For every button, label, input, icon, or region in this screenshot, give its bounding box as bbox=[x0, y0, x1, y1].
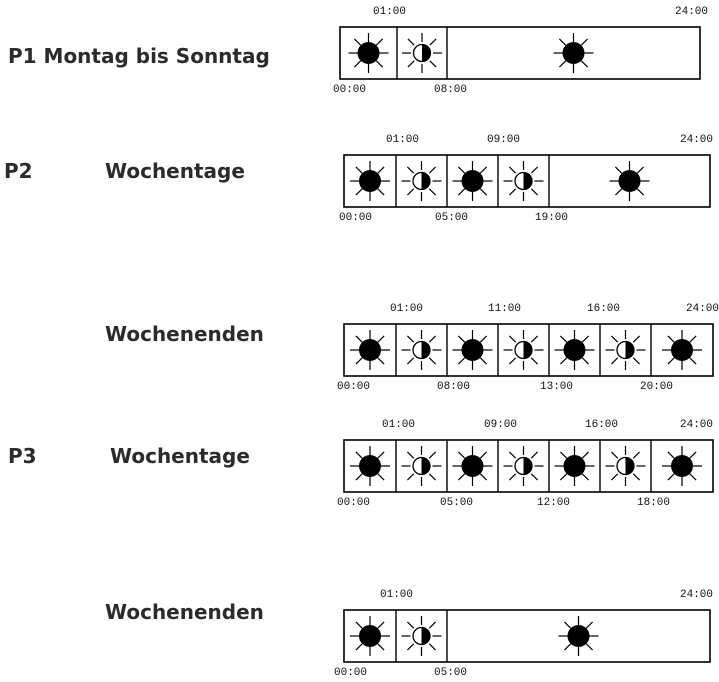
time-label-top: 09:00 bbox=[484, 419, 518, 431]
sun-full-icon bbox=[553, 33, 594, 73]
sun-full-icon bbox=[554, 446, 595, 486]
time-label-top: 24:00 bbox=[680, 589, 714, 601]
time-label-bottom: 05:00 bbox=[435, 212, 469, 224]
row-label-p2-weekends: Wochenenden bbox=[105, 322, 264, 346]
time-label-bottom: 00:00 bbox=[333, 84, 367, 96]
row-label-p2-weekdays: Wochentage bbox=[105, 159, 245, 183]
time-label-bottom: 00:00 bbox=[337, 497, 371, 509]
time-label-bottom: 13:00 bbox=[540, 381, 574, 393]
time-label-bottom: 08:00 bbox=[437, 381, 471, 393]
row-label-p1: P1 Montag bis Sonntag bbox=[8, 44, 270, 68]
row-label-p3: P3 bbox=[8, 444, 37, 468]
sun-half-icon bbox=[503, 330, 544, 370]
schedule-bar-3 bbox=[343, 323, 714, 377]
time-label-bottom: 05:00 bbox=[434, 667, 468, 679]
time-label-top: 01:00 bbox=[373, 6, 407, 18]
schedule-frame bbox=[339, 26, 701, 80]
sun-half-icon bbox=[401, 616, 442, 656]
time-label-top: 01:00 bbox=[380, 589, 414, 601]
time-label-top: 01:00 bbox=[390, 303, 424, 315]
time-label-bottom: 19:00 bbox=[535, 212, 569, 224]
row-label-p3-weekdays: Wochentage bbox=[110, 444, 250, 468]
sun-full-icon bbox=[350, 330, 390, 370]
time-label-top: 24:00 bbox=[686, 303, 719, 315]
schedule-bar-5 bbox=[343, 609, 711, 663]
sun-half-icon bbox=[503, 161, 544, 201]
sun-full-icon bbox=[558, 616, 599, 656]
time-label-top: 24:00 bbox=[675, 6, 709, 18]
sun-half-icon bbox=[401, 446, 442, 486]
sun-full-icon bbox=[452, 330, 493, 370]
time-label-top: 24:00 bbox=[680, 134, 714, 146]
sun-full-icon bbox=[348, 33, 389, 73]
schedule-bar-2 bbox=[343, 154, 711, 208]
sun-full-icon bbox=[452, 446, 493, 486]
sun-full-icon bbox=[350, 161, 390, 201]
sun-half-icon bbox=[401, 161, 442, 201]
sun-full-icon bbox=[350, 446, 390, 486]
sun-half-icon bbox=[605, 446, 646, 486]
time-label-top: 01:00 bbox=[386, 134, 420, 146]
time-label-bottom: 00:00 bbox=[334, 667, 368, 679]
time-label-top: 09:00 bbox=[487, 134, 521, 146]
time-label-top: 01:00 bbox=[382, 419, 416, 431]
sun-half-icon bbox=[605, 330, 646, 370]
time-label-top: 16:00 bbox=[585, 419, 619, 431]
sun-full-icon bbox=[609, 161, 650, 201]
time-label-bottom: 08:00 bbox=[434, 84, 468, 96]
schedule-bar-4 bbox=[343, 439, 714, 493]
time-label-top: 16:00 bbox=[587, 303, 621, 315]
sun-full-icon bbox=[350, 616, 390, 656]
sun-half-icon bbox=[402, 33, 442, 73]
sun-full-icon bbox=[554, 330, 595, 370]
row-label-p2: P2 bbox=[4, 159, 33, 183]
time-label-bottom: 18:00 bbox=[637, 497, 671, 509]
sun-full-icon bbox=[662, 446, 702, 486]
time-label-bottom: 00:00 bbox=[339, 212, 373, 224]
sun-full-icon bbox=[452, 161, 493, 201]
schedule-frame bbox=[343, 609, 711, 663]
row-label-p3-weekends: Wochenenden bbox=[105, 600, 264, 624]
time-label-bottom: 20:00 bbox=[640, 381, 674, 393]
sun-full-icon bbox=[662, 330, 702, 370]
time-label-bottom: 12:00 bbox=[537, 497, 571, 509]
sun-half-icon bbox=[503, 446, 544, 486]
time-label-bottom: 00:00 bbox=[337, 381, 371, 393]
time-label-top: 24:00 bbox=[680, 419, 714, 431]
time-label-top: 11:00 bbox=[488, 303, 522, 315]
time-label-bottom: 05:00 bbox=[440, 497, 474, 509]
schedule-bar-1 bbox=[339, 26, 701, 80]
sun-half-icon bbox=[401, 330, 442, 370]
